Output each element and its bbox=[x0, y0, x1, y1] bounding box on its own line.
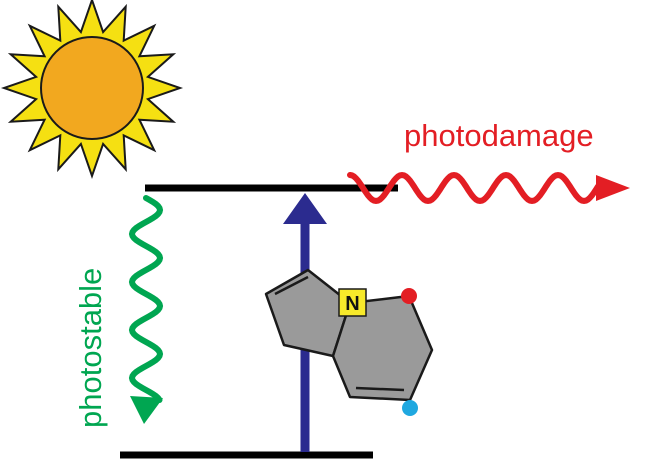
sun-icon bbox=[0, 0, 184, 180]
indolizine-molecule-icon: N bbox=[264, 268, 434, 416]
nitrogen-highlight bbox=[338, 288, 367, 317]
blue-substituent-atom bbox=[402, 400, 418, 416]
red-substituent-atom bbox=[401, 288, 417, 304]
sun-core bbox=[40, 36, 144, 140]
photodamage-label: photodamage bbox=[404, 118, 594, 153]
photodamage-arrow bbox=[347, 171, 630, 205]
photostable-label: photostable bbox=[73, 268, 108, 428]
double-bond-five-ring bbox=[274, 275, 309, 296]
double-bond-six-ring bbox=[355, 386, 405, 392]
photostable-arrow bbox=[128, 195, 164, 424]
nitrogen-label: N bbox=[345, 293, 359, 315]
